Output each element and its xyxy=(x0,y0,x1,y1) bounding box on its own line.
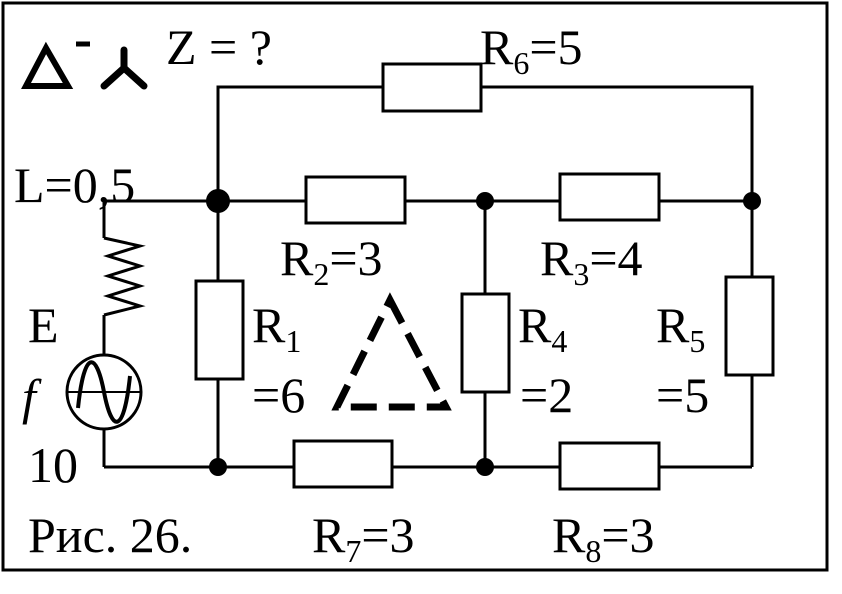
r3-label: R3=4 xyxy=(540,230,643,292)
resistor-r5 xyxy=(724,275,775,377)
resistor-r7 xyxy=(292,439,394,489)
r5-label: R5 xyxy=(656,297,705,359)
r5-value: =5 xyxy=(656,367,709,423)
resistor-r1 xyxy=(194,279,245,381)
unknown-label: Z = ? xyxy=(166,19,272,75)
resistor-r2 xyxy=(304,175,407,225)
figure-caption: Рис. 26. xyxy=(28,507,192,563)
r8-label: R8=3 xyxy=(552,507,655,569)
r1-label: R1 xyxy=(252,297,301,359)
delta-triangle-icon xyxy=(331,292,452,411)
resistor-r8 xyxy=(558,441,661,491)
frequency-label: f xyxy=(22,369,42,425)
resistor-r4 xyxy=(460,292,511,394)
inductance-label: L=0,5 xyxy=(14,157,135,213)
r4-label: R4 xyxy=(518,297,567,359)
resistor-r6 xyxy=(381,62,483,113)
ac-source-icon xyxy=(65,353,143,431)
circuit-nodes xyxy=(206,189,761,476)
resistor-r3 xyxy=(558,172,661,222)
r2-label: R2=3 xyxy=(280,230,383,292)
r4-value: =2 xyxy=(520,367,573,423)
figure-frame xyxy=(1,1,829,572)
emf-label: E xyxy=(28,297,59,353)
source-value-label: 10 xyxy=(28,437,78,493)
r7-label: R7=3 xyxy=(312,507,415,569)
r6-label: R6=5 xyxy=(480,19,583,81)
inductor-coil-icon xyxy=(102,236,146,317)
delta-star-symbol-icon xyxy=(21,41,148,90)
r1-value: =6 xyxy=(252,367,305,423)
